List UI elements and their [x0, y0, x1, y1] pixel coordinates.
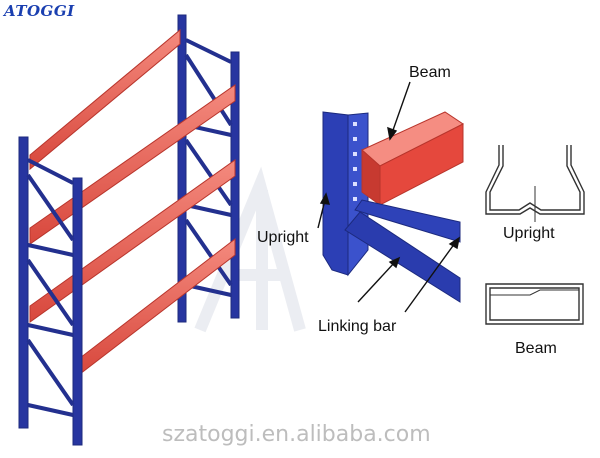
beam-1	[29, 28, 181, 171]
upright-holes	[353, 122, 357, 201]
beam-3	[29, 159, 236, 323]
brand-logo: ATOGGI	[4, 2, 75, 20]
connection-detail-illustration	[322, 111, 464, 303]
upright-cross-section-icon	[485, 145, 585, 222]
rack-assembly-illustration	[18, 14, 240, 446]
callout-lines	[317, 81, 461, 313]
beam-callout-label: Beam	[409, 64, 451, 81]
beam-cross-section-icon	[485, 283, 584, 325]
beam-profile-label: Beam	[515, 340, 557, 357]
website-url: szatoggi.en.alibaba.com	[162, 422, 431, 447]
linking-bar-callout-label: Linking bar	[318, 318, 397, 335]
upright-profile-label: Upright	[503, 225, 555, 242]
upright-callout-label: Upright	[257, 229, 309, 246]
front-upright-frame	[18, 136, 83, 446]
